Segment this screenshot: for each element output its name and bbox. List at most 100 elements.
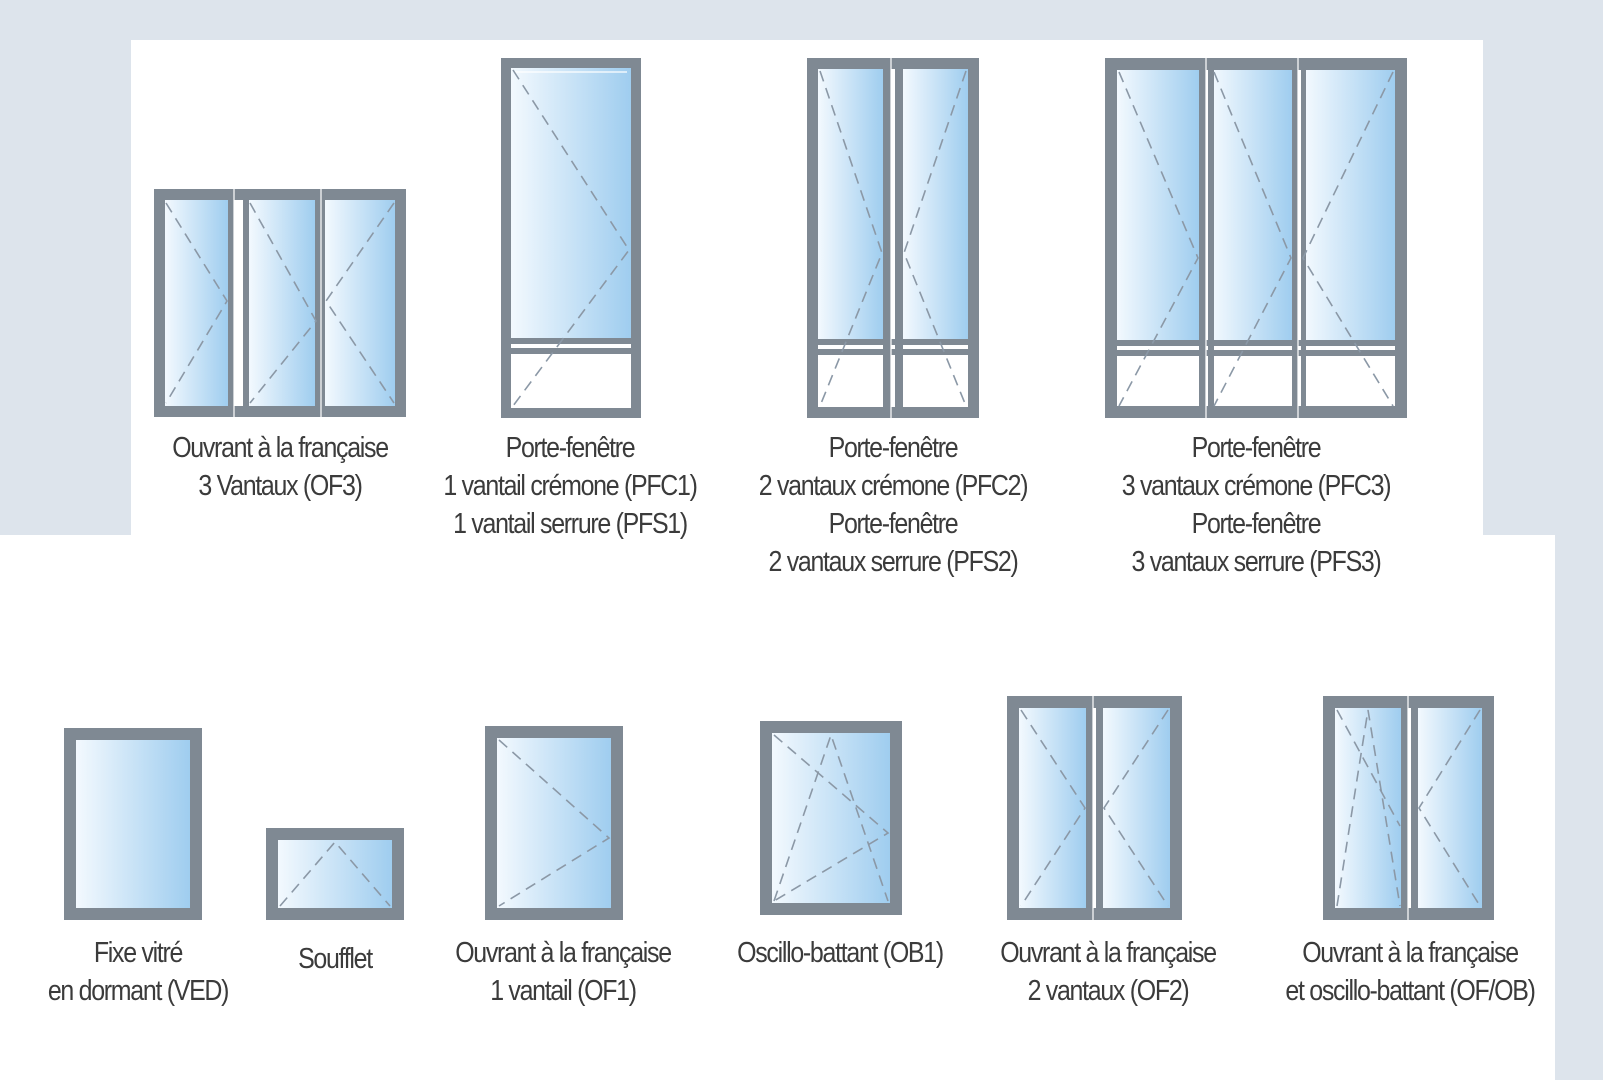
caption-line: 3 Vantaux (OF3) [198,470,362,502]
glass-pane [497,738,611,908]
frame-bar [501,338,641,344]
glass-pane [772,733,890,903]
background-band-right [1555,535,1603,1080]
opening-dash-line [1336,709,1401,827]
opening-dash-line [1418,709,1481,907]
caption-line: 3 vantaux serrure (PFS3) [1131,546,1381,578]
opening-dash-line [1118,71,1199,407]
caption-line: Porte-fenêtre [828,432,959,464]
opening-dash-line [165,202,228,404]
caption-line: Porte-fenêtre [828,508,959,540]
frame-bar [1208,58,1214,418]
glass-pane [1212,70,1292,340]
caption-line: 3 vantaux crémone (PFC3) [1121,470,1392,502]
window-soufflet-icon [266,828,404,920]
frame-bar [1105,340,1407,346]
opening-dash-line [1020,709,1086,907]
caption-line: Porte-fenêtre [1191,432,1322,464]
opening-dash-line [1336,709,1401,907]
opening-dash-line [512,69,630,407]
outer-frame [485,726,623,920]
window-ofob-icon [1323,696,1494,920]
window-pfc3-icon [1105,58,1407,418]
caption-line: et oscillo-battant (OF/OB) [1285,975,1536,1007]
frame-bar [228,189,234,417]
window-pfc1-icon [501,58,641,418]
window-pfc2-icon [807,58,979,418]
frame-bar [883,58,891,418]
outer-frame [807,58,979,418]
outer-frame [760,721,902,915]
caption-line: 2 vantaux crémone (PFC2) [758,470,1029,502]
frame-bar [1096,696,1103,920]
frame-bar [321,189,325,417]
opening-dash-line [1213,71,1292,407]
caption-line: Porte-fenêtre [1191,508,1322,540]
glass-pane [278,840,392,908]
caption-line: Soufflet [298,943,373,975]
glass-pane [903,69,968,339]
caption-of3: Ouvrant à la française 3 Vantaux (OF3) [151,429,409,505]
glass-pane [325,200,395,406]
glass-pane [249,200,315,406]
caption-ved: Fixe vitré en dormant (VED) [31,934,246,1010]
caption-soufflet: Soufflet [271,940,400,978]
caption-of1: Ouvrant à la française 1 vantail (OF1) [434,934,692,1010]
frame-bar [895,58,903,418]
glass-pane [511,68,631,338]
lower-panel [818,355,968,407]
outer-frame [501,58,641,418]
window-of2-icon [1007,696,1182,920]
glass-pane [1305,70,1395,340]
frame-bar [501,348,641,354]
opening-dash-line [903,70,967,407]
caption-line: Ouvrant à la française [172,432,389,464]
caption-line: 1 vantail (OF1) [490,975,637,1007]
opening-dash-line [773,734,890,902]
glass-pane [1418,708,1482,908]
caption-line: 1 vantail serrure (PFS1) [453,508,688,540]
frame-bar [243,189,249,417]
caption-line: 2 vantaux serrure (PFS2) [768,546,1018,578]
frame-bar [1401,696,1408,920]
caption-pfc2: Porte-fenêtre 2 vantaux crémone (PFC2) P… [755,429,1030,581]
caption-of2: Ouvrant à la française 2 vantaux (OF2) [979,934,1237,1010]
frame-bar [807,339,979,345]
caption-ofob: Ouvrant à la française et oscillo-battan… [1268,934,1552,1010]
caption-line: 2 vantaux (OF2) [1027,975,1190,1007]
opening-dash-line [1103,709,1169,907]
caption-line: Oscillo-battant (OB1) [737,937,944,969]
frame-bar [1086,696,1093,920]
opening-dash-line [773,732,889,902]
outer-frame [1007,696,1182,920]
caption-line: 1 vantail crémone (PFC1) [443,470,697,502]
caption-ob1: Oscillo-battant (OB1) [720,934,961,972]
frame-bar [315,189,321,417]
opening-dash-line [325,202,395,404]
caption-line: Ouvrant à la française [455,937,672,969]
window-of1-icon [485,726,623,920]
caption-line: Ouvrant à la française [1302,937,1519,969]
outer-frame [266,828,404,920]
opening-dash-line [279,840,391,907]
caption-line: Fixe vitré [93,937,184,969]
frame-bar [1199,58,1206,418]
outer-frame [64,728,202,920]
outer-frame [1105,58,1407,418]
glass-pane [76,740,190,908]
window-ved-icon [64,728,202,920]
glass-pane [818,69,883,339]
caption-line: Porte-fenêtre [505,432,636,464]
caption-pfc3: Porte-fenêtre 3 vantaux crémone (PFC3) P… [1118,429,1393,581]
opening-dash-line [498,739,611,907]
outer-frame [154,189,406,417]
glass-pane [1019,708,1086,908]
lower-panel [1117,356,1395,406]
opening-dash-line [819,70,883,407]
opening-dash-line [1302,71,1394,407]
caption-pfc1: Porte-fenêtre 1 vantail crémone (PFC1) 1… [432,429,707,543]
frame-bar [1411,696,1418,920]
frame-bar [1301,58,1306,418]
frame-bar [1105,350,1407,356]
caption-line: Ouvrant à la française [1000,937,1217,969]
